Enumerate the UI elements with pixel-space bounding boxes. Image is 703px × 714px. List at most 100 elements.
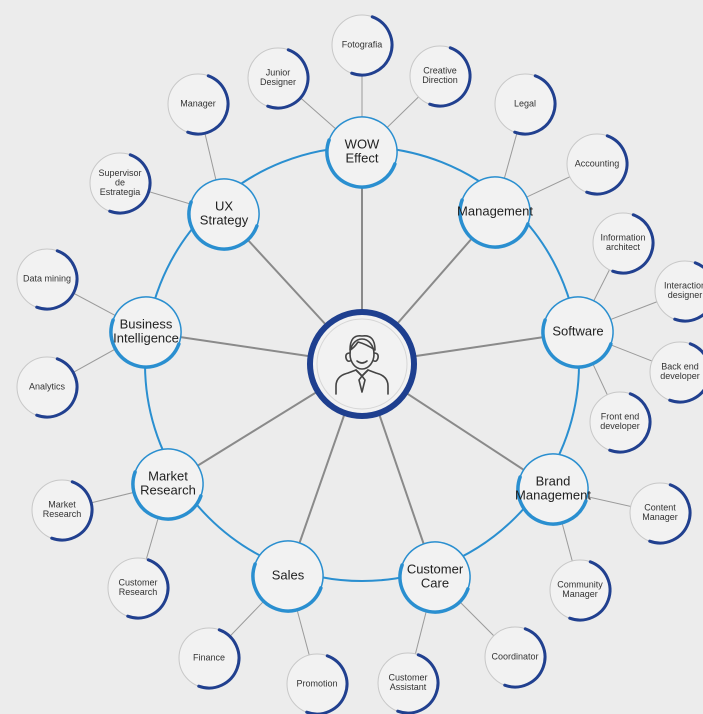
department-node-accent-arc	[516, 475, 588, 526]
department-node-accent-arc	[325, 138, 397, 189]
sub-node-accounting[interactable]: Accounting	[566, 133, 629, 196]
department-node-thin-arc	[134, 448, 204, 497]
sub-node-accent-arc	[35, 249, 79, 311]
sub-node-customer-assistant-label-1: Customer	[388, 673, 427, 683]
sub-node-content-manager-label-2: Manager	[642, 512, 678, 522]
sub-node-information-architect-label-2: architect	[606, 242, 641, 252]
sub-node-accent-arc	[568, 560, 612, 622]
sub-node-accent-arc	[197, 628, 241, 690]
sub-node-junior-designer-label-1: Junior	[266, 68, 291, 78]
sub-node-accent-arc	[428, 46, 472, 108]
department-node-thin-arc	[190, 178, 260, 227]
sub-node-market-research-sub-label-1: Market	[48, 500, 76, 510]
department-node-customer-care-label-1: Customer	[407, 562, 464, 577]
sub-node-junior-designer-label-2: Designer	[260, 77, 296, 87]
sub-node-accent-arc	[396, 653, 440, 714]
sub-node-promotion[interactable]: Promotion	[286, 653, 349, 714]
sub-node-back-end-developer-label-1: Back end	[661, 362, 699, 372]
sub-node-fotografia-label: Fotografia	[342, 39, 383, 49]
department-node-sales[interactable]: Sales	[251, 540, 324, 613]
sub-node-accent-arc	[186, 74, 230, 136]
department-node-wow-effect-label-1: WOW	[345, 137, 380, 152]
sub-node-accent-arc	[35, 357, 79, 419]
department-node-thin-arc	[112, 296, 182, 345]
sub-node-back-end-developer-label-2: developer	[660, 371, 700, 381]
department-node-sales-label: Sales	[272, 567, 305, 582]
sub-node-accent-arc	[648, 483, 692, 545]
department-node-accent-arc	[131, 470, 203, 521]
department-node-ux-strategy-label-1: UX	[215, 199, 233, 214]
center-node	[307, 309, 417, 419]
department-node-accent-arc	[187, 200, 259, 251]
sub-node-accent-arc	[266, 48, 310, 110]
department-node-software[interactable]: Software	[541, 296, 614, 369]
department-node-thin-arc	[519, 453, 589, 502]
sub-node-community-manager-label-2: Manager	[562, 589, 598, 599]
sub-node-accent-arc	[503, 627, 547, 689]
sub-node-coordinator[interactable]: Coordinator	[484, 626, 547, 689]
sub-node-manager[interactable]: Manager	[167, 73, 230, 136]
sub-node-interaction-designer-label-1: Interaction	[664, 281, 703, 291]
department-node-ux-strategy-label-2: Strategy	[200, 212, 249, 227]
sub-node-analytics-label: Analytics	[29, 381, 66, 391]
sub-node-manager-label: Manager	[180, 98, 216, 108]
sub-node-supervisor-de-estrategia-label-1: Supervisor	[98, 168, 141, 178]
sub-node-accent-arc	[673, 261, 703, 323]
department-node-accent-arc	[398, 563, 470, 614]
sub-node-analytics[interactable]: Analytics	[16, 356, 79, 419]
sub-node-legal[interactable]: Legal	[494, 73, 557, 136]
department-node-customer-care-label-2: Care	[421, 575, 449, 590]
sub-node-customer-research-label-2: Research	[119, 587, 158, 597]
department-node-accent-arc	[541, 318, 613, 369]
sub-node-market-research-sub-label-2: Research	[43, 509, 82, 519]
sub-node-accounting-label: Accounting	[575, 158, 620, 168]
sub-node-customer-research-label-1: Customer	[118, 578, 157, 588]
department-node-accent-arc	[458, 198, 530, 249]
sub-node-accent-arc	[611, 213, 655, 275]
sub-node-accent-arc	[126, 558, 170, 620]
department-node-thin-arc	[544, 296, 614, 345]
department-node-thin-arc	[254, 540, 324, 589]
sub-node-accent-arc	[50, 480, 94, 542]
sub-node-accent-arc	[350, 15, 394, 77]
sub-node-accent-arc	[668, 342, 703, 404]
department-node-market-research-label-1: Market	[148, 469, 188, 484]
department-node-business-intelligence-label-2: Intelligence	[113, 330, 179, 345]
sub-node-fotografia[interactable]: Fotografia	[331, 14, 394, 77]
department-node-accent-arc	[109, 318, 181, 369]
sub-node-front-end-developer-label-1: Front end	[601, 412, 640, 422]
sub-node-coordinator-label: Coordinator	[491, 651, 538, 661]
sub-node-creative-direction-label-1: Creative	[423, 66, 457, 76]
sub-node-finance-label: Finance	[193, 652, 225, 662]
center-node-inner-ring	[316, 318, 408, 410]
center-node-circle	[307, 309, 417, 419]
department-node-management[interactable]: Management	[457, 176, 533, 249]
sub-node-accent-arc	[608, 392, 652, 454]
sub-node-finance[interactable]: Finance	[178, 627, 241, 690]
sub-node-community-manager-label-1: Community	[557, 580, 603, 590]
sub-node-data-mining[interactable]: Data mining	[16, 248, 79, 311]
sub-node-supervisor-de-estrategia-label-3: Estrategia	[100, 187, 141, 197]
department-node-thin-arc	[401, 541, 471, 590]
department-node-brand-management-label-1: Brand	[536, 474, 571, 489]
department-node-market-research-label-2: Research	[140, 482, 196, 497]
